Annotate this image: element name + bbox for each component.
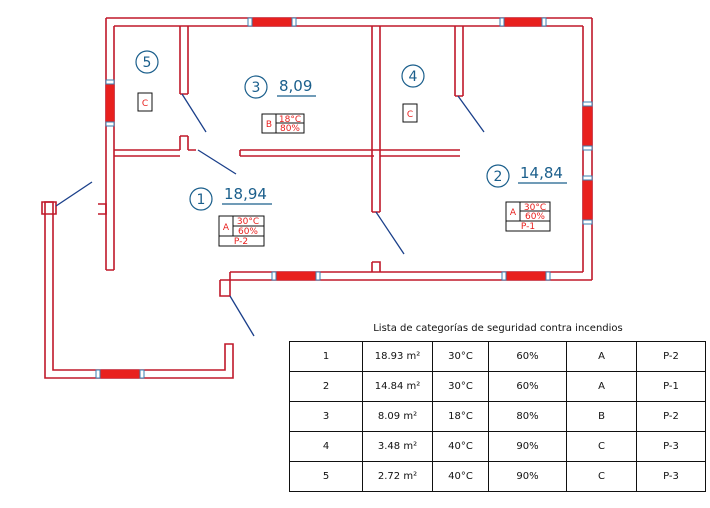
room-1-tag: A 30°C 60% P-2 <box>218 215 265 247</box>
room-number-circle <box>244 75 268 99</box>
room-number: 3 <box>252 80 261 96</box>
room-number-cell: 2 <box>289 371 363 402</box>
code: P-1 <box>521 222 535 232</box>
room-number-cell: 1 <box>289 341 363 372</box>
room-area: 18,94 <box>224 185 267 203</box>
humidity-cell: 60% <box>488 341 567 372</box>
area-cell: 18.93 m² <box>362 341 433 372</box>
room-3-label: 3 8,09 <box>244 75 316 99</box>
table-row: 1 18.93 m² 30°C 60% A P-2 <box>289 341 706 372</box>
room-number-circle <box>401 64 425 88</box>
room-number-cell: 4 <box>289 431 363 462</box>
room-number-circle <box>135 50 159 74</box>
room-number-circle <box>189 187 213 211</box>
room-number-circle <box>486 164 510 188</box>
temperature: 18°C <box>279 115 301 125</box>
code-cell: P-3 <box>636 461 706 492</box>
room-number: 4 <box>409 69 418 85</box>
table-row: 3 8.09 m² 18°C 80% B P-2 <box>289 401 706 432</box>
humidity: 80% <box>280 124 300 134</box>
window-top-right <box>499 17 547 27</box>
code-cell: P-2 <box>636 401 706 432</box>
humidity-cell: 90% <box>488 461 567 492</box>
room-number: 1 <box>197 192 206 208</box>
room-4-label: 4 <box>401 64 425 88</box>
room-5-label: 5 <box>135 50 159 74</box>
code-cell: P-2 <box>636 341 706 372</box>
temperature: 30°C <box>237 217 259 227</box>
code-cell: P-1 <box>636 371 706 402</box>
window-wing-bottom <box>95 369 145 379</box>
room-3-tag: B 18°C 80% <box>261 113 305 134</box>
window-bottom-right <box>501 271 551 281</box>
area-cell: 2.72 m² <box>362 461 433 492</box>
room-area: 14,84 <box>520 164 563 182</box>
humidity: 60% <box>525 212 545 222</box>
table-caption: Lista de categorías de seguridad contra … <box>373 323 623 334</box>
fire-category: C <box>407 110 413 120</box>
area-cell: 3.48 m² <box>362 431 433 462</box>
fire-category: A <box>510 208 517 218</box>
windows <box>95 17 593 379</box>
category-cell: A <box>566 341 637 372</box>
humidity-cell: 60% <box>488 371 567 402</box>
window-right-lower <box>582 175 593 225</box>
temperature-cell: 30°C <box>432 371 489 402</box>
temperature-cell: 30°C <box>432 341 489 372</box>
room-4-tag: C <box>402 103 418 123</box>
fire-safety-table: 1 18.93 m² 30°C 60% A P-2 2 14.84 m² 30°… <box>289 341 706 492</box>
room-5-tag: C <box>137 92 153 112</box>
room-number: 5 <box>143 55 152 71</box>
temperature-cell: 18°C <box>432 401 489 432</box>
category-cell: A <box>566 371 637 402</box>
humidity: 60% <box>238 227 258 237</box>
room-1-label: 1 18,94 <box>189 185 272 211</box>
room-number-cell: 3 <box>289 401 363 432</box>
table-row: 2 14.84 m² 30°C 60% A P-1 <box>289 371 706 402</box>
temperature-cell: 40°C <box>432 431 489 462</box>
table-row: 5 2.72 m² 40°C 90% C P-3 <box>289 461 706 492</box>
temperature-cell: 40°C <box>432 461 489 492</box>
room-number-cell: 5 <box>289 461 363 492</box>
door-swings <box>55 93 485 337</box>
window-top-left <box>247 17 297 27</box>
code-cell: P-3 <box>636 431 706 462</box>
window-left <box>105 79 115 127</box>
room-2-label: 2 14,84 <box>486 164 567 188</box>
humidity-cell: 80% <box>488 401 567 432</box>
room-number: 2 <box>494 169 503 185</box>
window-right-upper <box>582 101 593 151</box>
window-bottom-middle <box>271 271 321 281</box>
fire-category: A <box>223 223 230 233</box>
area-cell: 8.09 m² <box>362 401 433 432</box>
area-cell: 14.84 m² <box>362 371 433 402</box>
category-cell: C <box>566 461 637 492</box>
category-cell: B <box>566 401 637 432</box>
table-row: 4 3.48 m² 40°C 90% C P-3 <box>289 431 706 462</box>
room-area: 8,09 <box>279 77 312 95</box>
room-2-tag: A 30°C 60% P-1 <box>505 201 551 232</box>
category-cell: C <box>566 431 637 462</box>
fire-category: C <box>142 99 148 109</box>
code: P-2 <box>234 237 248 247</box>
humidity-cell: 90% <box>488 431 567 462</box>
temperature: 30°C <box>524 203 546 213</box>
fire-category: B <box>266 120 272 130</box>
